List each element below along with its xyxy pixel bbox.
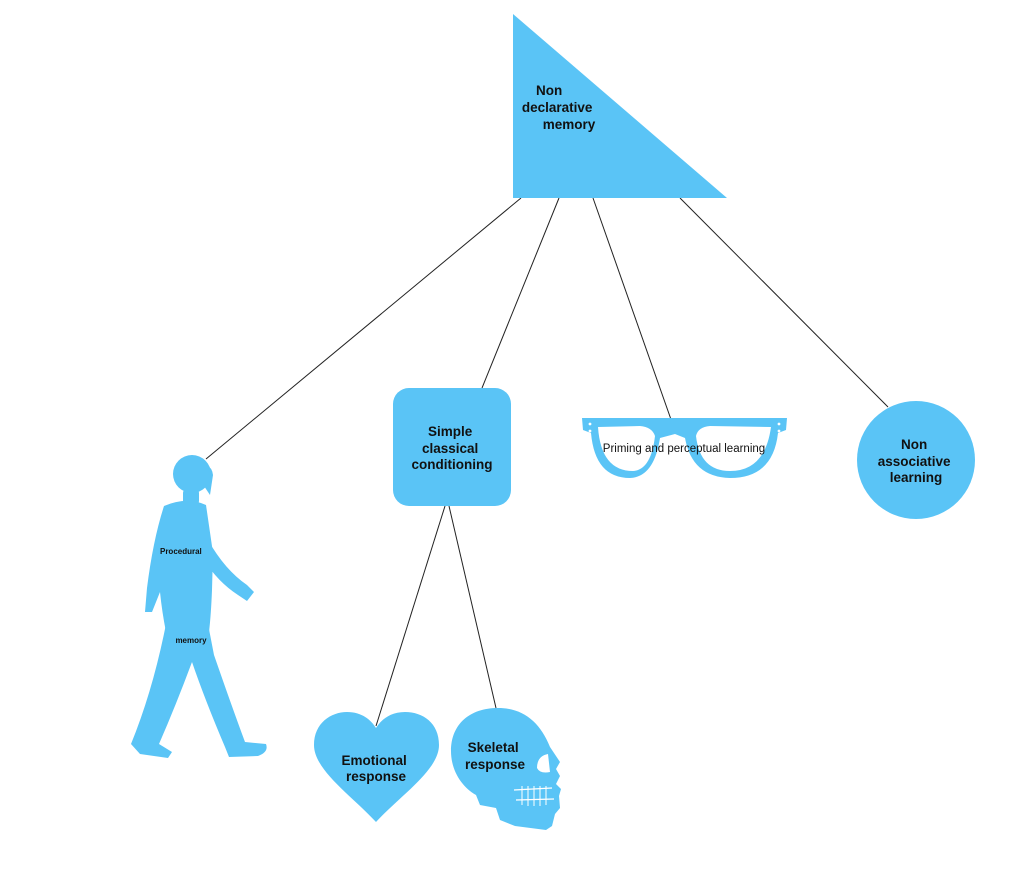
walking-person-icon (131, 455, 267, 758)
emotional-node: Emotional response (314, 712, 439, 822)
connector-root-non-associative (679, 197, 889, 408)
conditioning-label-line: classical (422, 441, 478, 456)
skeletal-label-line: response (465, 757, 526, 772)
root-node: Non declarative memory (513, 14, 727, 198)
skull-icon (451, 708, 561, 830)
non-associative-label-line: associative (878, 454, 951, 469)
non-associative-label: Non associative learning (878, 437, 955, 485)
triangle-shape (513, 14, 727, 198)
procedural-label-line: memory (175, 636, 207, 645)
skeletal-label-line: Skeletal (468, 740, 519, 755)
connector-conditioning-emotional (375, 505, 446, 727)
circle-shape (857, 401, 975, 519)
connector-root-priming (592, 197, 675, 429)
root-label-line: memory (543, 117, 596, 132)
non-associative-label-line: learning (890, 470, 943, 485)
root-label: Non declarative memory (522, 83, 596, 132)
non-associative-label-line: Non (901, 437, 927, 452)
rounded-square-shape (393, 388, 511, 506)
priming-node: Priming and perceptual learning (582, 418, 787, 478)
connector-root-procedural (205, 197, 522, 460)
connectors (205, 197, 889, 727)
emotional-label: Emotional response (341, 753, 410, 784)
procedural-label-line: Procedural (160, 547, 202, 556)
conditioning-label: Simple classical conditioning (412, 424, 493, 472)
skeletal-node: Skeletal response (451, 708, 561, 830)
heart-icon (314, 712, 439, 822)
emotional-label-line: Emotional (341, 753, 406, 768)
non-associative-node: Non associative learning (857, 401, 975, 519)
conditioning-node: Simple classical conditioning (393, 388, 511, 506)
procedural-node: Procedural memory (131, 455, 267, 758)
connector-root-conditioning (481, 197, 560, 389)
glasses-icon (582, 418, 787, 478)
procedural-label: Procedural memory (160, 547, 207, 645)
conditioning-label-line: Simple (428, 424, 473, 439)
skeletal-label: Skeletal response (465, 740, 526, 772)
root-label-line: declarative (522, 100, 593, 115)
root-label-line: Non (536, 83, 562, 98)
conditioning-label-line: conditioning (412, 457, 493, 472)
emotional-label-line: response (346, 769, 407, 784)
priming-label: Priming and perceptual learning (603, 443, 765, 455)
connector-conditioning-skeletal (448, 505, 497, 709)
